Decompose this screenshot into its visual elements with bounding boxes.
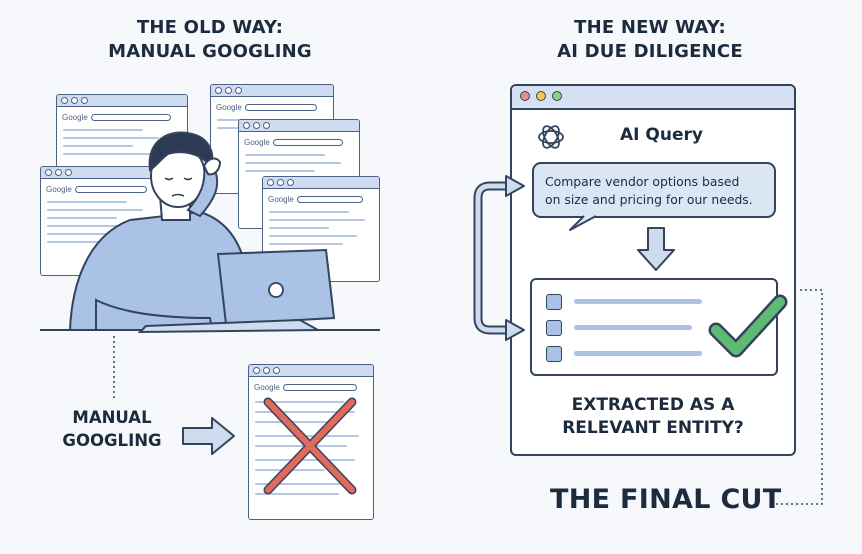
extracted-line2: RELEVANT ENTITY?: [562, 418, 744, 438]
query-bubble: Compare vendor options based on size and…: [532, 162, 776, 218]
result-box: [530, 278, 778, 376]
ai-window: AI Query Compare vendor options based on…: [510, 84, 796, 456]
google-logo: Google: [254, 383, 280, 392]
result-line: [574, 299, 702, 304]
google-logo: Google: [62, 113, 88, 122]
new-way-heading: THE NEW WAY: AI DUE DILIGENCE: [530, 16, 770, 64]
extracted-line1: EXTRACTED AS A: [571, 395, 735, 415]
result-item-icon: [546, 320, 562, 336]
result-line: [574, 325, 692, 330]
manual-googling-label: MANUAL GOOGLING: [52, 406, 172, 452]
extracted-question: EXTRACTED AS A RELEVANT ENTITY?: [512, 394, 794, 440]
google-logo: Google: [268, 195, 294, 204]
google-logo: Google: [244, 138, 270, 147]
result-item-icon: [546, 294, 562, 310]
old-way-heading-line1: THE OLD WAY:: [136, 17, 284, 38]
manual-label-line1: MANUAL: [72, 408, 152, 427]
google-logo: Google: [216, 103, 242, 112]
ai-logo-icon: [538, 125, 564, 149]
arrow-down-icon: [637, 227, 675, 271]
query-text-line1: Compare vendor options based: [545, 174, 740, 189]
new-way-heading-line1: THE NEW WAY:: [574, 17, 726, 38]
result-item-icon: [546, 346, 562, 362]
result-line: [574, 351, 702, 356]
maximize-dot: [552, 91, 562, 101]
new-way-heading-line2: AI DUE DILIGENCE: [557, 41, 743, 62]
old-way-heading-line2: MANUAL GOOGLING: [108, 41, 312, 62]
google-logo: Google: [46, 185, 72, 194]
minimize-dot: [536, 91, 546, 101]
manual-label-line2: GOOGLING: [62, 431, 162, 450]
checkmark-icon: [708, 294, 788, 358]
bubble-tail: [569, 215, 597, 231]
query-text-line2: on size and pricing for our needs.: [545, 192, 753, 207]
close-dot: [520, 91, 530, 101]
final-cut-label: THE FINAL CUT: [550, 484, 782, 515]
ai-query-title: AI Query: [620, 125, 703, 145]
ai-window-titlebar: [512, 86, 794, 110]
old-way-heading: THE OLD WAY: MANUAL GOOGLING: [95, 16, 325, 64]
